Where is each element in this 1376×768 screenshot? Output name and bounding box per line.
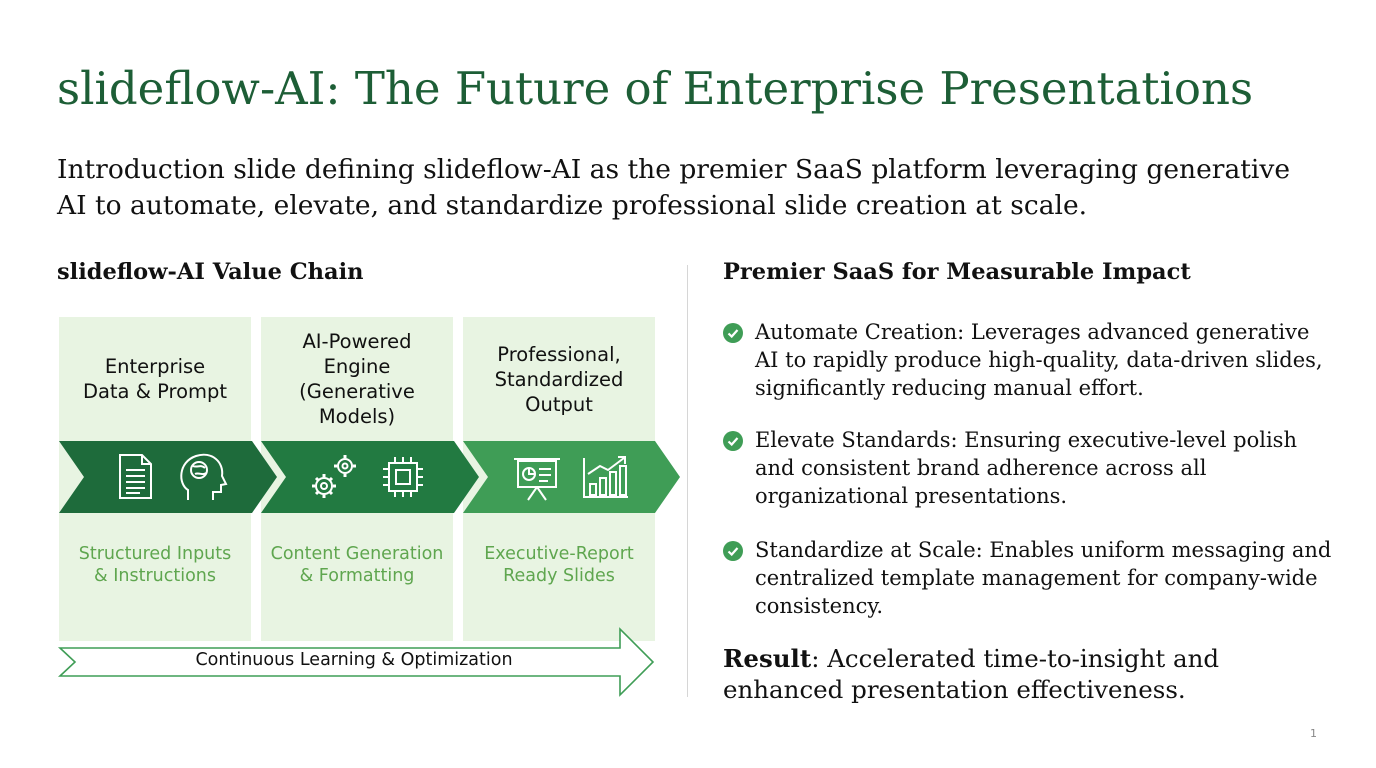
impact-bullet-3: Standardize at Scale: Enables uniform me… — [723, 536, 1333, 620]
chip-icon — [383, 457, 423, 497]
column-divider — [687, 265, 688, 697]
result-label: Result — [723, 644, 812, 673]
loop-label: Continuous Learning & Optimization — [195, 650, 513, 670]
chevron-1 — [59, 441, 277, 513]
impact-bullet-2: Elevate Standards: Ensuring executive-le… — [723, 426, 1333, 510]
value-chain-heading: slideflow-AI Value Chain — [57, 259, 364, 285]
growth-chart-icon — [583, 456, 628, 498]
presentation-board-icon — [514, 458, 560, 501]
continuous-loop-arrow — [57, 627, 655, 697]
impact-heading: Premier SaaS for Measurable Impact — [723, 259, 1191, 285]
check-icon — [723, 431, 743, 451]
document-icon — [119, 454, 152, 499]
page-subtitle: Introduction slide defining slideflow-AI… — [57, 154, 1291, 221]
stage-description-1: Structured Inputs& Instructions — [78, 544, 232, 586]
brain-head-icon — [180, 453, 228, 500]
impact-bullet-text-1: Automate Creation: Leverages advanced ge… — [755, 320, 1323, 400]
gears-icon — [312, 455, 356, 498]
check-icon — [723, 541, 743, 561]
impact-bullet-1: Automate Creation: Leverages advanced ge… — [723, 318, 1333, 402]
chevron-band — [59, 441, 680, 513]
result-statement: Result: Accelerated time-to-insight and … — [723, 643, 1343, 705]
impact-bullet-text-2: Elevate Standards: Ensuring executive-le… — [755, 428, 1297, 508]
chevron-2 — [261, 441, 479, 513]
page-number: 1 — [1310, 727, 1317, 740]
impact-bullet-text-3: Standardize at Scale: Enables uniform me… — [755, 538, 1332, 618]
check-icon — [723, 323, 743, 343]
result-text: : Accelerated time-to-insight and enhanc… — [723, 644, 1220, 704]
page-title: slideflow-AI: The Future of Enterprise P… — [57, 62, 1254, 115]
stage-description-2: Content Generation& Formatting — [270, 544, 444, 586]
